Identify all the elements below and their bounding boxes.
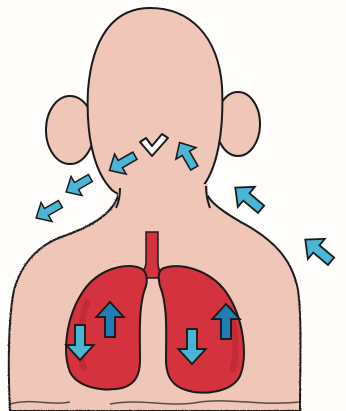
exhale-arrow-icon	[31, 194, 66, 227]
inhale-arrow-icon	[227, 178, 270, 220]
neck	[118, 184, 208, 206]
inhale-arrow-icon	[297, 230, 340, 272]
torso	[9, 196, 301, 411]
head	[88, 8, 223, 201]
exhale-arrow-icon	[61, 168, 96, 201]
